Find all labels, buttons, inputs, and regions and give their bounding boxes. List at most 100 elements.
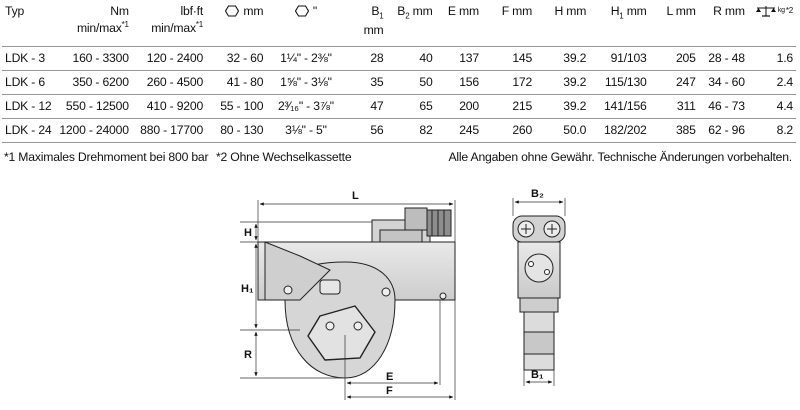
table-row: LDK - 6 350 - 6200 260 - 4500 41 - 80 1⅝… (2, 70, 796, 95)
cell-e: 137 (435, 46, 482, 71)
col-hex-inch-header: " (266, 2, 346, 47)
col-hex-inch-label: " (312, 4, 318, 18)
cell-l: 385 (649, 118, 699, 143)
cell-r: 34 - 60 (698, 70, 748, 95)
cell-hex-inch: 1¼" - 2⅜" (266, 46, 346, 71)
table-row: LDK - 24 1200 - 24000 880 - 17700 80 - 1… (2, 118, 796, 143)
col-lbf-footnote: *1 (195, 20, 204, 29)
col-b2-header: B2 mm (386, 2, 436, 47)
col-h1-label: H (610, 4, 620, 18)
cell-hex-mm: 55 - 100 (206, 94, 267, 119)
col-b1-label: B (371, 4, 380, 18)
hex-socket (307, 305, 376, 361)
col-typ-header: Typ (2, 2, 57, 47)
col-lbf-minmax: min/max (151, 21, 196, 36)
col-nm-minmax: min/max (76, 21, 122, 36)
col-b1-header: B1 mm (345, 2, 387, 47)
hexagon-icon (225, 5, 240, 17)
cell-weight: 1.6 (747, 46, 796, 71)
hexagon-icon (294, 5, 309, 17)
col-h-header: H mm (535, 2, 590, 47)
cell-r: 62 - 96 (698, 118, 748, 143)
col-weight-unit: kg (777, 7, 785, 14)
cell-h: 50.0 (535, 118, 590, 143)
cell-l: 311 (649, 94, 699, 119)
dim-label-b2: B₂ (531, 188, 544, 200)
cell-f: 145 (481, 46, 536, 71)
cell-hex-inch: 1⅝" - 3⅛" (266, 70, 346, 95)
cell-hex-inch: 2³⁄₁₆" - 3⅞" (266, 94, 346, 119)
dim-label-e: E (386, 371, 393, 383)
col-h1-unit: mm (623, 4, 647, 18)
col-weight-header: kg*2 (747, 2, 796, 47)
cell-e: 245 (435, 118, 482, 143)
cell-hex-mm: 32 - 60 (206, 46, 267, 71)
col-f-header: F mm (481, 2, 536, 47)
col-h-label: H mm (554, 4, 587, 18)
cell-b2: 65 (386, 94, 436, 119)
cell-typ: LDK - 3 (2, 46, 57, 71)
cell-b2: 40 (386, 46, 436, 71)
col-b2-label: B (397, 4, 406, 18)
cell-r: 46 - 73 (698, 94, 748, 119)
cell-l: 205 (649, 46, 699, 71)
scale-weight-icon (755, 6, 776, 17)
cell-lbf: 410 - 9200 (131, 94, 207, 119)
cell-nm: 550 - 12500 (56, 94, 132, 119)
cell-b1: 47 (345, 94, 387, 119)
col-h1-sub: 1 (619, 11, 624, 21)
table-row: LDK - 12 550 - 12500 410 - 9200 55 - 100… (2, 94, 796, 119)
col-hex-mm-label: mm (243, 4, 264, 18)
cell-e: 156 (435, 70, 482, 95)
cell-typ: LDK - 6 (2, 70, 57, 95)
cell-hex-mm: 80 - 130 (206, 118, 267, 143)
disclaimer: Alle Angaben ohne Gewähr. Technische Änd… (448, 150, 792, 164)
cell-h1: 91/103 (589, 46, 650, 71)
col-nm-footnote: *1 (121, 20, 129, 29)
col-b1-sub: 1 (379, 11, 384, 21)
dim-label-r: R (244, 349, 252, 361)
dim-label-f: F (386, 385, 393, 397)
cell-weight: 8.2 (747, 118, 796, 143)
cell-h1: 141/156 (589, 94, 650, 119)
cell-h: 39.2 (535, 70, 590, 95)
cell-lbf: 880 - 17700 (131, 118, 207, 143)
col-b2-sub: 2 (405, 11, 410, 21)
col-b2-unit: mm (409, 4, 433, 18)
col-nm-header: Nm min/max*1 (56, 2, 132, 47)
col-e-header: E mm (435, 2, 482, 47)
footnote-without-cassette: *2 Ohne Wechselkassette (216, 150, 352, 164)
footnotes: *1 Maximales Drehmoment bei 800 bar *2 O… (0, 150, 800, 166)
cell-f: 260 (481, 118, 536, 143)
cell-h: 39.2 (535, 94, 590, 119)
cell-weight: 2.4 (747, 70, 796, 95)
cell-hex-mm: 41 - 80 (206, 70, 267, 95)
hose-coupling (404, 207, 452, 237)
cell-typ: LDK - 12 (2, 94, 57, 119)
dim-label-h1: H₁ (241, 283, 254, 295)
dim-label-h: H (244, 227, 252, 239)
cell-h1: 182/202 (589, 118, 650, 143)
col-h1-header: H1 mm (589, 2, 650, 47)
dimension-lines (240, 200, 456, 400)
cell-nm: 160 - 3300 (56, 46, 132, 71)
col-f-label: F mm (501, 4, 533, 18)
dim-label-b1: B₁ (531, 369, 544, 381)
wrench-front-view (512, 215, 566, 371)
col-l-header: L mm (649, 2, 699, 47)
cell-lbf: 260 - 4500 (131, 70, 207, 95)
col-r-header: R mm (698, 2, 748, 47)
cell-hex-inch: 3⅛" - 5" (266, 118, 346, 143)
spec-table: Typ Nm min/max*1 lbf·ft min/max*1 mm (2, 2, 796, 143)
cell-b1: 28 (345, 46, 387, 71)
table-header-row: Typ Nm min/max*1 lbf·ft min/max*1 mm (2, 2, 796, 47)
dim-label-l: L (352, 190, 359, 202)
cell-f: 215 (481, 94, 536, 119)
cell-h1: 115/130 (589, 70, 650, 95)
cell-r: 28 - 48 (698, 46, 748, 71)
cell-b1: 56 (345, 118, 387, 143)
col-lbf-header: lbf·ft min/max*1 (131, 2, 207, 47)
cell-l: 247 (649, 70, 699, 95)
cell-typ: LDK - 24 (2, 118, 57, 143)
